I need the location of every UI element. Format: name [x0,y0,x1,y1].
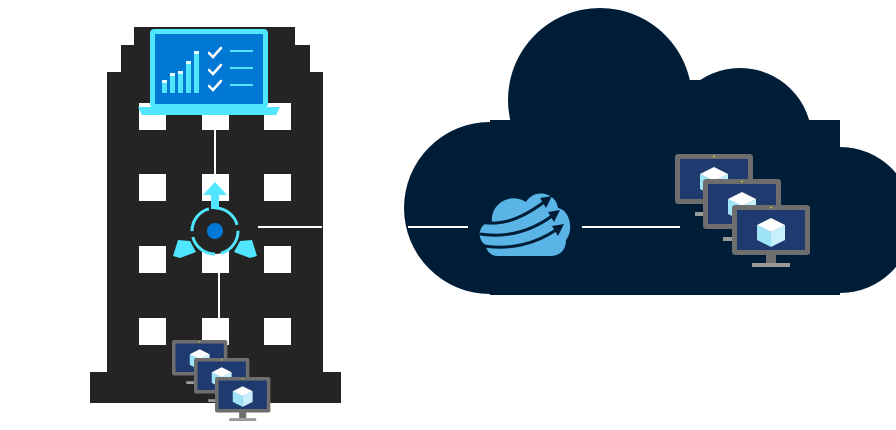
laptop-dashboard-icon [138,29,280,115]
cloud-migrate-icon [479,193,571,256]
virtual-machine-icon [215,377,271,422]
azure-cloud [404,8,896,295]
distribution-hub-icon [173,182,257,258]
connector-lines [214,112,322,336]
